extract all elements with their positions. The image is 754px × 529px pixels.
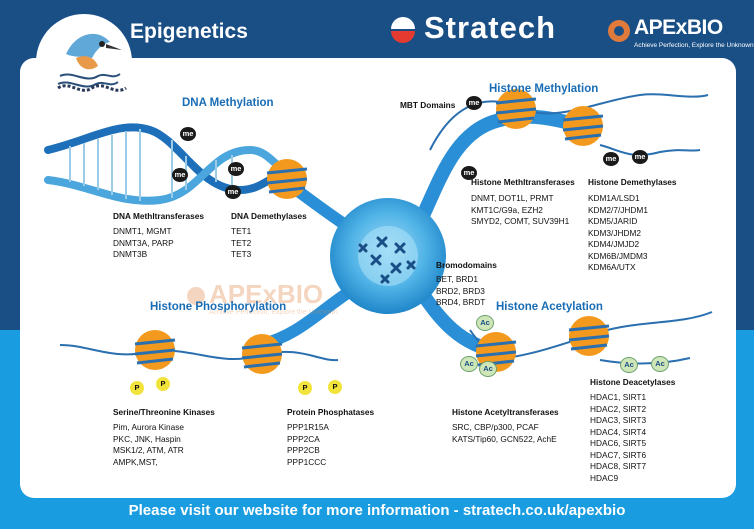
serine-threonine-kinases-list: Pim, Aurora Kinase PKC, JNK, Haspin MSK1… [113, 422, 185, 467]
bromodomains-heading: Bromodomains [436, 260, 497, 270]
dna-demethylases-heading: DNA Demethylases [231, 211, 307, 221]
kingfisher-logo [36, 14, 132, 110]
central-nucleus [330, 198, 446, 314]
dna-methltransferases-heading: DNA Methltransferases [113, 211, 204, 221]
apexbio-tagline: Achieve Perfection, Explore the Unknown [634, 42, 754, 49]
histone-methltransferases-heading: Histone Methltransferases [471, 177, 575, 187]
apexbio-watermark: APExBIO Achieve Perfection, Explore the … [185, 279, 355, 321]
histone-demethylases-heading: Histone Demethylases [588, 177, 677, 187]
histone-demethylases-list: KDM1A/LSD1 KDM2/7/JHDM1 KDM5/JARID KDM3/… [588, 193, 648, 272]
watermark-wordmark: APExBIO [209, 279, 324, 309]
dna-helix [44, 123, 289, 205]
apexbio-gear-icon [608, 20, 630, 42]
histone-acetylation-title: Histone Acetylation [496, 301, 603, 313]
bromodomains-list: BET, BRD1 BRD2, BRD3 BRD4, BRDT [436, 274, 486, 307]
protein-phosphatases-list: PPP1R15A PPP2CA PPP2CB PPP1CCC [287, 422, 329, 467]
apexbio-wordmark: APExBIO [634, 16, 723, 39]
mbt-domains-label: MBT Domains [400, 100, 456, 110]
histone-deacetylases-heading: Histone Deacetylases [590, 377, 676, 387]
apexbio-logo: APExBIO Achieve Perfection, Explore the … [606, 14, 754, 54]
page-title: Epigenetics [130, 20, 248, 43]
watermark-gear-icon [187, 287, 205, 305]
histone-methltransferases-list: DNMT, DOT1L, PRMT KMT1C/G9a, EZH2 SMYD2,… [471, 193, 570, 226]
footer-website-link[interactable]: Please visit our website for more inform… [128, 502, 626, 519]
histone-phosphorylation-title: Histone Phosphorylation [150, 301, 287, 313]
brand-name[interactable]: Stratech [424, 10, 557, 45]
histone-deacetylases-list: HDAC1, SIRT1 HDAC2, SIRT2 HDAC3, SIRT3 H… [590, 392, 647, 483]
dna-demethylases-list: TET1 TET2 TET3 [231, 226, 252, 259]
histone-acetyltransferases-heading: Histone Acetyltransferases [452, 407, 559, 417]
watermark-tagline: Achieve Perfection, Explore the Unknown [209, 309, 338, 316]
nucleosomes [134, 89, 610, 374]
dna-methltransferases-list: DNMT1, MGMT DNMT3A, PARP DNMT3B [113, 226, 174, 259]
protein-phosphatases-heading: Protein Phosphatases [287, 407, 375, 417]
histone-acetyltransferases-list: SRC, CBP/p300, PCAF KATS/Tip60, GCN522, … [452, 422, 557, 444]
stratech-logo-icon [391, 17, 415, 43]
dna-methylation-title: DNA Methylation [182, 97, 274, 109]
serine-threonine-kinases-heading: Serine/Threonine Kinases [113, 407, 215, 417]
histone-methylation-title: Histone Methylation [489, 83, 599, 95]
